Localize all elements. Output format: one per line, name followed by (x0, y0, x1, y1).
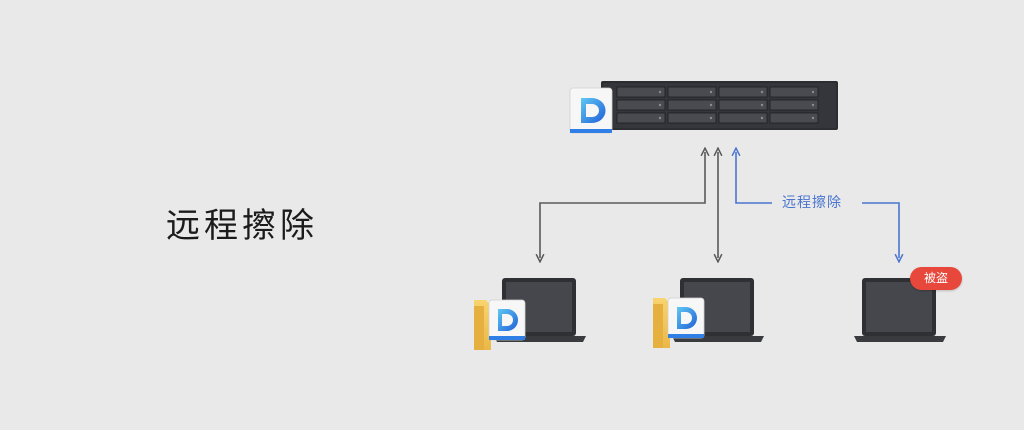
folder-icon (653, 298, 670, 348)
drive-app-icon (667, 297, 705, 339)
page-title: 远程擦除 (166, 206, 318, 246)
nas-rack-server-icon (601, 81, 838, 130)
stolen-badge: 被盗 (910, 267, 962, 290)
remote-wipe-arrow (736, 152, 899, 258)
drive-app-icon (569, 87, 613, 134)
drive-app-icon (488, 299, 526, 341)
laptop-icon (854, 278, 946, 342)
folder-icon (474, 300, 491, 350)
remote-wipe-label: 远程擦除 (782, 195, 842, 211)
sync-arrow-left (540, 152, 705, 258)
laptop-icon (494, 278, 586, 342)
